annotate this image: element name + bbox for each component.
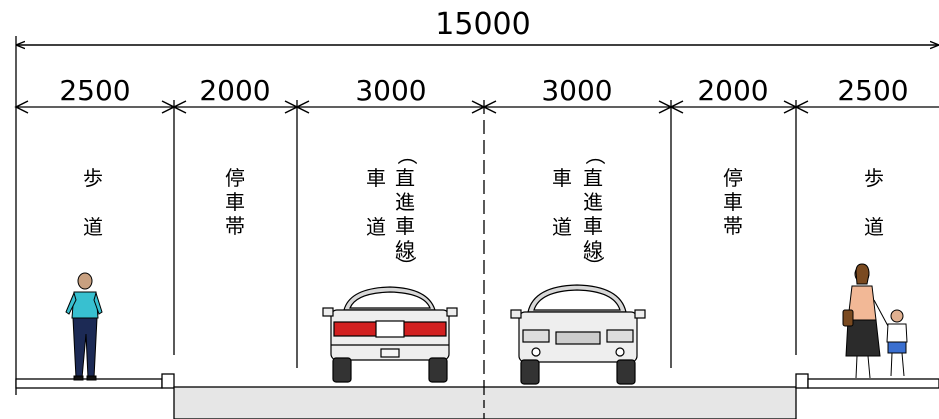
svg-text:道: 道 <box>366 215 386 239</box>
ground-profile <box>15 373 939 419</box>
svg-text:停: 停 <box>225 166 245 190</box>
dimension-sidewalk-left: 2500 <box>59 74 130 107</box>
label-sidewalk-left: 歩 道 <box>83 166 103 239</box>
pedestrian-child-icon <box>886 309 908 377</box>
label-sidewalk-right: 歩 道 <box>864 166 884 239</box>
svg-text:線: 線 <box>395 238 415 262</box>
divider-lines <box>173 100 797 368</box>
svg-text:直: 直 <box>395 166 415 190</box>
dimension-parking-right: 2000 <box>697 74 768 107</box>
car-front-view-icon <box>510 284 646 385</box>
svg-text:（: （ <box>395 145 419 165</box>
svg-text:停: 停 <box>723 166 743 190</box>
svg-text:道: 道 <box>552 215 572 239</box>
dimension-parking-left: 2000 <box>199 74 270 107</box>
svg-text:歩: 歩 <box>864 166 884 190</box>
svg-text:（: （ <box>583 145 607 165</box>
pedestrian-woman-icon <box>842 263 889 379</box>
label-parking-right: 停 車 帯 <box>723 166 743 238</box>
svg-text:道: 道 <box>864 215 884 239</box>
curb-left <box>161 373 175 389</box>
svg-text:）: ） <box>394 256 418 276</box>
svg-text:車: 車 <box>723 190 743 214</box>
label-lane-left: 車 道 （ 直 進 車 線 ） <box>366 145 419 276</box>
dimension-lane-right: 3000 <box>541 74 612 107</box>
svg-text:進: 進 <box>395 190 415 214</box>
svg-text:車: 車 <box>552 166 572 190</box>
svg-text:線: 線 <box>583 238 603 262</box>
curb-right <box>795 373 809 389</box>
svg-text:車: 車 <box>366 166 386 190</box>
dimension-sidewalk-right: 2500 <box>837 74 908 107</box>
road-surface <box>173 386 797 419</box>
svg-text:）: ） <box>582 256 606 276</box>
dimension-lane-left: 3000 <box>355 74 426 107</box>
car-rear-view-icon <box>322 286 458 383</box>
label-lane-right: 車 道 （ 直 進 車 線 ） <box>552 145 607 276</box>
svg-text:帯: 帯 <box>723 214 743 238</box>
svg-text:進: 進 <box>583 190 603 214</box>
svg-text:車: 車 <box>583 214 603 238</box>
svg-text:直: 直 <box>583 166 603 190</box>
total-width-label: 15000 <box>435 7 530 42</box>
svg-text:歩: 歩 <box>83 166 103 190</box>
svg-text:道: 道 <box>83 215 103 239</box>
svg-text:車: 車 <box>395 214 415 238</box>
pedestrian-man-icon <box>65 272 103 381</box>
svg-text:帯: 帯 <box>225 214 245 238</box>
label-parking-left: 停 車 帯 <box>225 166 245 238</box>
sidewalk-right-slab <box>807 378 939 389</box>
svg-text:車: 車 <box>225 190 245 214</box>
